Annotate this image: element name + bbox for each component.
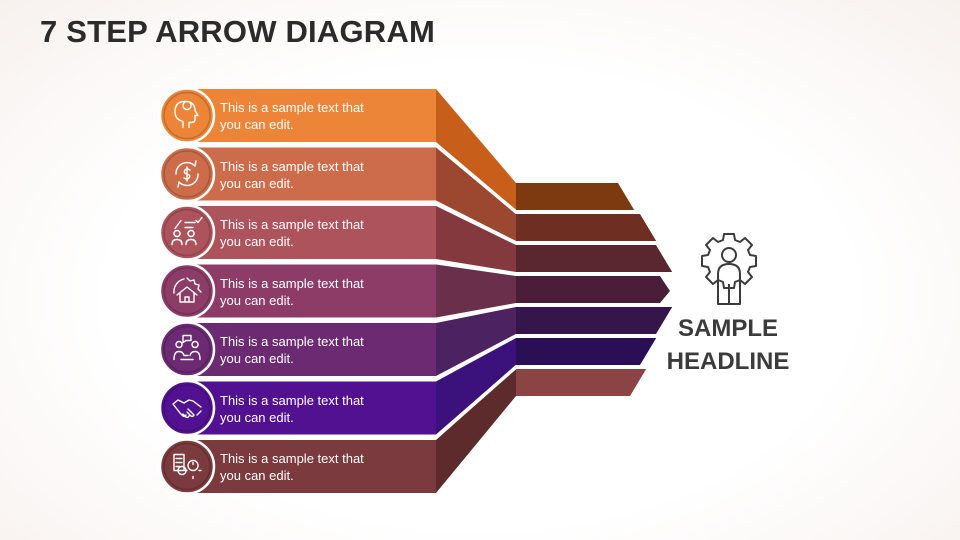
step-circle <box>158 87 216 144</box>
step-circle <box>158 204 216 261</box>
step-text-line2: you can edit. <box>220 117 294 132</box>
separator-line <box>186 303 668 322</box>
fan-segment <box>436 206 516 272</box>
headline-line2: HEADLINE <box>666 348 790 375</box>
dollar-cycle-icon <box>175 160 199 188</box>
arrow-band <box>516 369 647 396</box>
document-settings-icon <box>173 453 202 480</box>
step-text: This is a sample text that you can edit. <box>220 450 430 484</box>
fan-segment <box>436 369 516 493</box>
fan-segment <box>436 264 516 318</box>
step-bar <box>186 323 436 376</box>
step-bar <box>186 147 436 201</box>
fan-segment <box>436 338 516 435</box>
separator-line <box>186 143 652 214</box>
arrow-band <box>516 214 657 241</box>
arrow-band <box>516 307 673 334</box>
step-text-line1: This is a sample text that <box>220 451 364 466</box>
people-tasks-icon <box>171 216 203 246</box>
arrow-band <box>516 338 657 365</box>
arrow-band <box>516 183 635 210</box>
separator-line <box>186 334 652 381</box>
separator-line <box>186 365 642 439</box>
headline: SAMPLE HEADLINE <box>648 312 808 378</box>
step-circle-inner-ring <box>163 325 211 374</box>
step-text-line2: you can edit. <box>220 292 294 308</box>
step-text-line1: This is a sample text that <box>220 100 364 115</box>
step-text: This is a sample text that you can edit. <box>220 99 430 133</box>
fan-segments <box>436 89 516 493</box>
step-circle-inner-ring <box>163 91 211 140</box>
step-circle-inner-ring <box>163 150 211 198</box>
step-text: This is a sample text that you can edit. <box>220 333 430 367</box>
step-text-line2: you can edit. <box>220 351 294 366</box>
step-bar <box>186 381 436 435</box>
step-circle <box>158 379 216 437</box>
step-text: This is a sample text that you can edit. <box>220 216 430 250</box>
step-text-line1: This is a sample text that <box>220 275 364 291</box>
fan-segment <box>436 89 516 210</box>
step-circle <box>158 262 216 320</box>
meeting-icon <box>173 334 201 361</box>
separator-line <box>186 201 668 245</box>
handshake-icon <box>172 399 202 419</box>
arrow-band <box>516 276 670 303</box>
step-text-line2: you can edit. <box>220 175 294 191</box>
step-text-line1: This is a sample text that <box>220 217 364 232</box>
page-title: 7 STEP ARROW DIAGRAM <box>40 14 435 49</box>
step-text-line2: you can edit. <box>220 468 294 483</box>
gear-house-icon <box>173 277 202 303</box>
step-text-line2: you can edit. <box>220 234 294 249</box>
head-idea-icon <box>174 100 199 129</box>
separator-line <box>186 260 682 276</box>
arrow-band <box>516 245 673 272</box>
step-bar <box>186 206 436 259</box>
fan-segment <box>436 307 516 376</box>
step-text-line1: This is a sample text that <box>220 392 364 408</box>
step-text-line2: you can edit. <box>220 409 294 425</box>
step-circle-inner-ring <box>163 267 211 315</box>
headline-line1: SAMPLE <box>677 315 778 342</box>
step-bar <box>186 264 436 318</box>
step-bars <box>186 89 436 493</box>
step-text-line1: This is a sample text that <box>220 334 364 349</box>
fan-segment <box>436 147 516 241</box>
step-bar <box>186 89 436 142</box>
step-circle <box>158 321 216 378</box>
step-circle <box>158 438 216 495</box>
arrow-bands <box>186 143 682 439</box>
person-gear-icon <box>697 232 761 313</box>
step-circle-inner-ring <box>163 208 211 257</box>
step-circle-inner-ring <box>163 442 211 491</box>
step-circle-inner-ring <box>163 384 211 432</box>
step-text-line1: This is a sample text that <box>220 158 364 174</box>
step-icon-circles <box>158 87 216 495</box>
step-bar <box>186 440 436 493</box>
